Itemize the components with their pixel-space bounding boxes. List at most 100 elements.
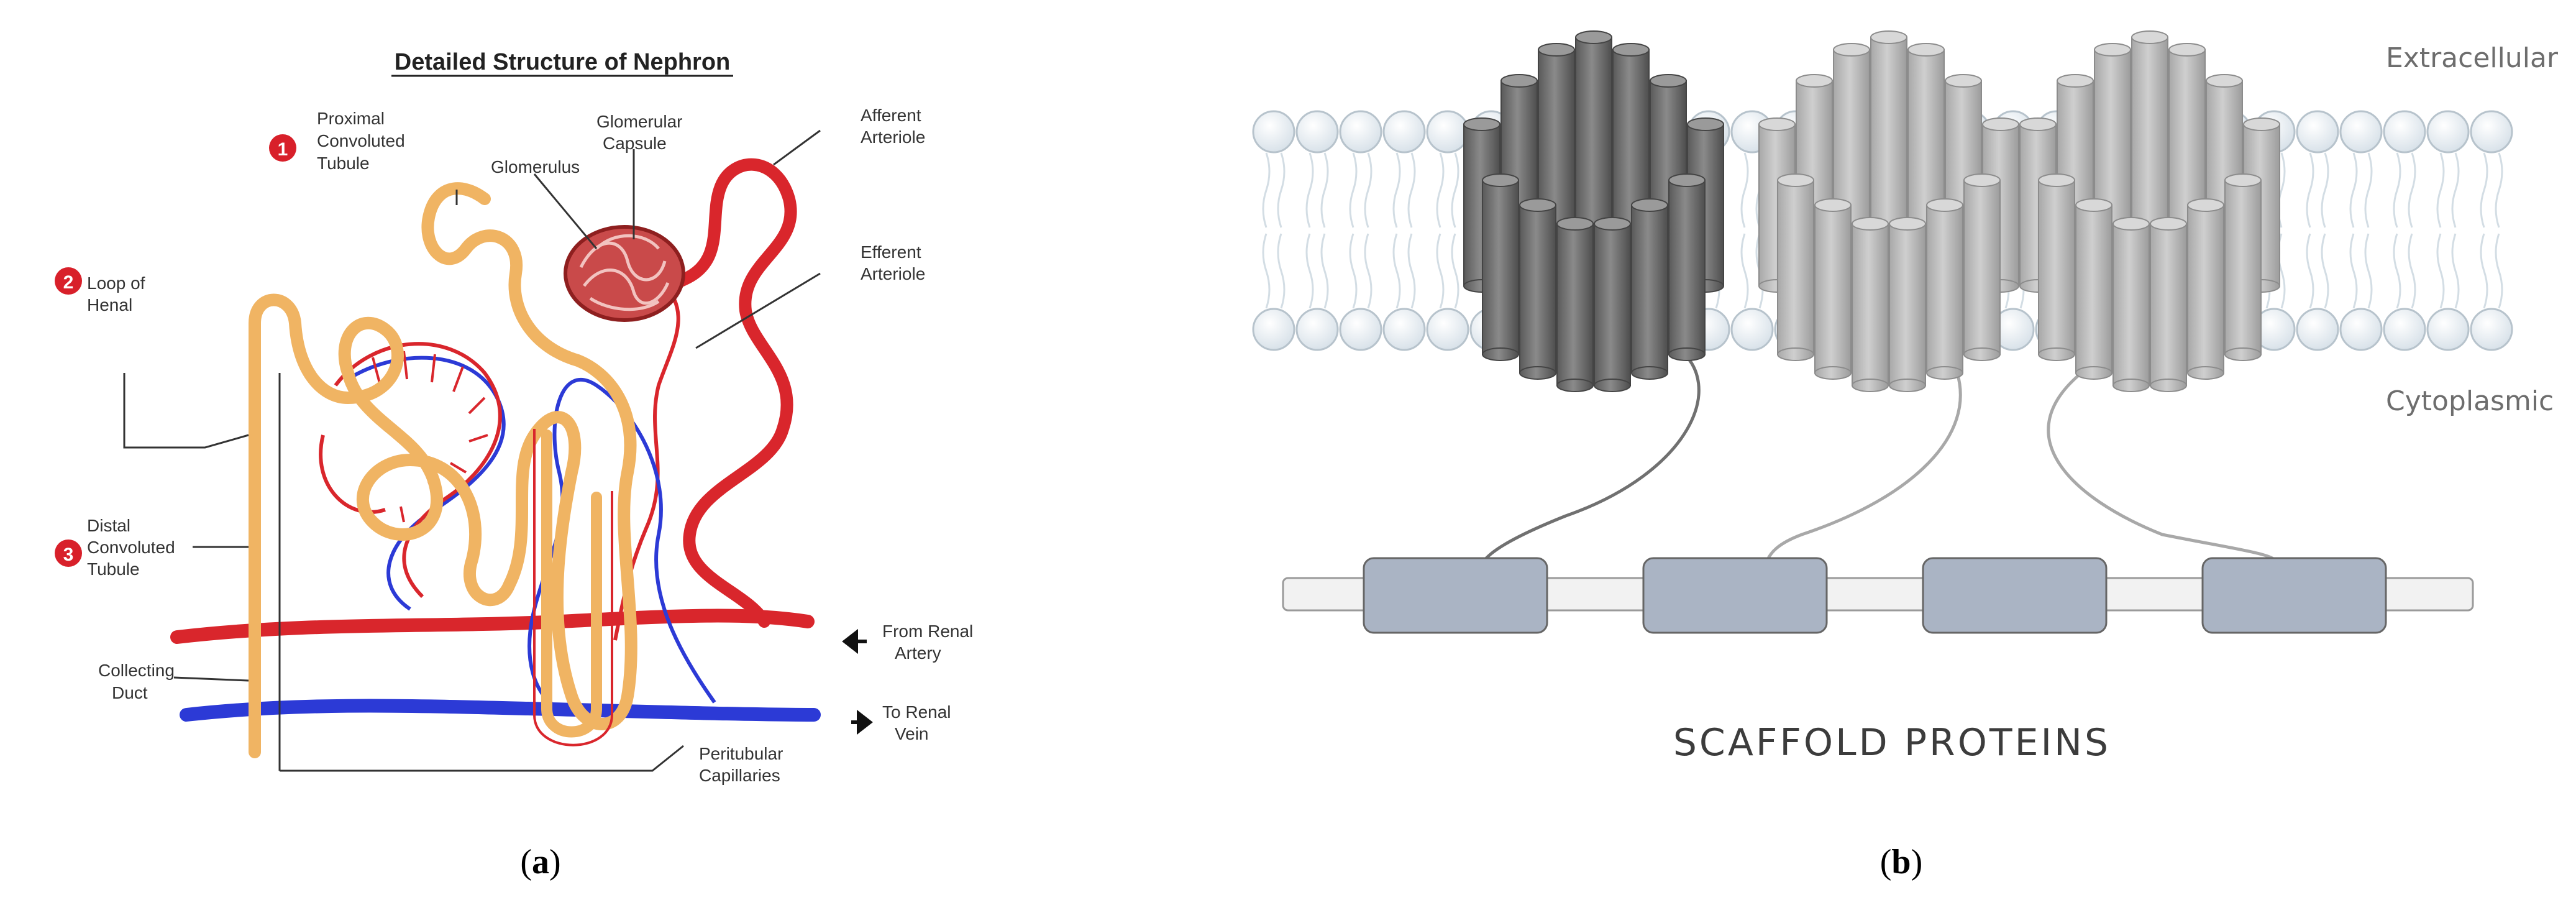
lipid-head <box>2296 308 2339 351</box>
helix-body <box>1852 223 1889 386</box>
svg-text:2: 2 <box>63 272 74 293</box>
lipid-tail <box>2480 233 2488 309</box>
lipid-head <box>2383 110 2426 154</box>
lipid-head <box>1295 308 1339 351</box>
helix-base <box>1594 379 1631 392</box>
scaffold-domain-3 <box>1922 557 2108 634</box>
lipid-tail <box>1407 152 1416 228</box>
label-scaffold-proteins: SCAFFOLD PROTEINS <box>1673 721 2111 765</box>
channel-helix <box>1814 198 1852 380</box>
lipid-tail <box>2495 233 2503 309</box>
lipid-tail <box>2349 152 2358 228</box>
lipid-tail <box>1262 152 1271 228</box>
renal-vein <box>180 699 821 722</box>
helix-base <box>1963 347 2001 361</box>
glomerulus <box>579 234 670 311</box>
svg-text:Convoluted: Convoluted <box>87 538 175 557</box>
helix-cap <box>2224 173 2262 187</box>
lipid-head <box>1295 110 1339 154</box>
lipid-head <box>1730 308 1774 351</box>
helix-cap <box>1907 43 1945 57</box>
helix-cap <box>1777 173 1814 187</box>
helix-body <box>2075 204 2112 374</box>
lipid-tail <box>1392 152 1401 228</box>
lipid-head <box>1252 308 1295 351</box>
lipid-tail <box>1364 233 1372 309</box>
lipid-tail <box>1349 152 1358 228</box>
helix-body <box>1556 223 1594 386</box>
svg-text:Convoluted: Convoluted <box>317 131 405 150</box>
svg-text:Afferent: Afferent <box>861 106 921 125</box>
helix-body <box>1482 180 1519 355</box>
helix-cap <box>2150 217 2187 231</box>
svg-text:Tubule: Tubule <box>87 559 140 579</box>
helix-body <box>1519 204 1556 374</box>
helix-body <box>2187 204 2224 374</box>
helix-cap <box>1463 117 1500 131</box>
svg-text:Artery: Artery <box>895 643 941 663</box>
lipid-tail <box>1277 233 1286 309</box>
helix-cap <box>1631 198 1668 212</box>
helix-cap <box>1889 217 1926 231</box>
lipid-head <box>1382 110 1426 154</box>
lipid-head <box>2426 308 2470 351</box>
afferent-arteriole <box>615 158 797 628</box>
helix-cap <box>2112 217 2150 231</box>
label-pct: Proximal Convoluted Tubule <box>317 109 405 173</box>
lipid-head <box>1339 308 1382 351</box>
caption-b: (b) <box>1880 843 1922 881</box>
lipid-tail <box>1436 152 1445 228</box>
linker-3 <box>2047 372 2275 561</box>
lipid-tail <box>2321 152 2329 228</box>
lipid-tail <box>2393 152 2401 228</box>
lipid-head <box>2296 110 2339 154</box>
lipid-head <box>1252 110 1295 154</box>
helix-cap <box>1668 173 1706 187</box>
scaffold-backbone <box>1282 577 2474 612</box>
helix-body <box>1814 204 1852 374</box>
helix-cap <box>1758 117 1796 131</box>
helix-body <box>1594 223 1631 386</box>
lipid-head <box>2339 308 2383 351</box>
lipid-tail <box>1262 233 1271 309</box>
label-to-vein: To Renal Vein <box>851 702 951 743</box>
lipid-head <box>1426 308 1469 351</box>
svg-text:Capsule: Capsule <box>603 134 667 153</box>
lipid-tail <box>2408 233 2416 309</box>
label-loop: Loop of Henal <box>87 273 145 315</box>
scaffold-diagram: Extracellular Cytoplasmic SCAFFOLD PROTE… <box>1252 30 2559 881</box>
label-collecting-duct: Collecting Duct <box>98 661 175 702</box>
channel-helix <box>2150 217 2187 392</box>
lipid-tail <box>2321 233 2329 309</box>
helix-cap <box>1852 217 1889 231</box>
lipid-tail <box>1305 152 1314 228</box>
helix-cap <box>2131 30 2168 44</box>
svg-text:Tubule: Tubule <box>317 154 370 173</box>
helix-body <box>2112 223 2150 386</box>
svg-text:3: 3 <box>63 544 74 565</box>
caption-a: (a) <box>520 843 560 881</box>
helix-cap <box>1500 74 1538 88</box>
helix-base <box>1519 366 1556 380</box>
nephron-tubule <box>249 182 637 758</box>
svg-text:Collecting: Collecting <box>98 661 175 680</box>
helix-cap <box>2187 198 2224 212</box>
helix-base <box>2187 366 2224 380</box>
helix-cap <box>1612 43 1650 57</box>
helix-base <box>1668 347 1706 361</box>
lipid-head <box>1382 308 1426 351</box>
helix-cap <box>1519 198 1556 212</box>
helix-body <box>2224 180 2262 355</box>
svg-text:Distal: Distal <box>87 516 130 535</box>
lipid-head <box>2470 308 2513 351</box>
svg-text:Duct: Duct <box>112 683 148 702</box>
lipid-tail <box>1451 152 1459 228</box>
lipid-tail <box>2408 152 2416 228</box>
svg-text:Henal: Henal <box>87 295 132 315</box>
channel-helix <box>1482 173 1519 361</box>
helix-body <box>1668 180 1706 355</box>
nephron-diagram: Detailed Structure of Nephron <box>25 25 1056 881</box>
helix-cap <box>1594 217 1631 231</box>
helix-base <box>2075 366 2112 380</box>
